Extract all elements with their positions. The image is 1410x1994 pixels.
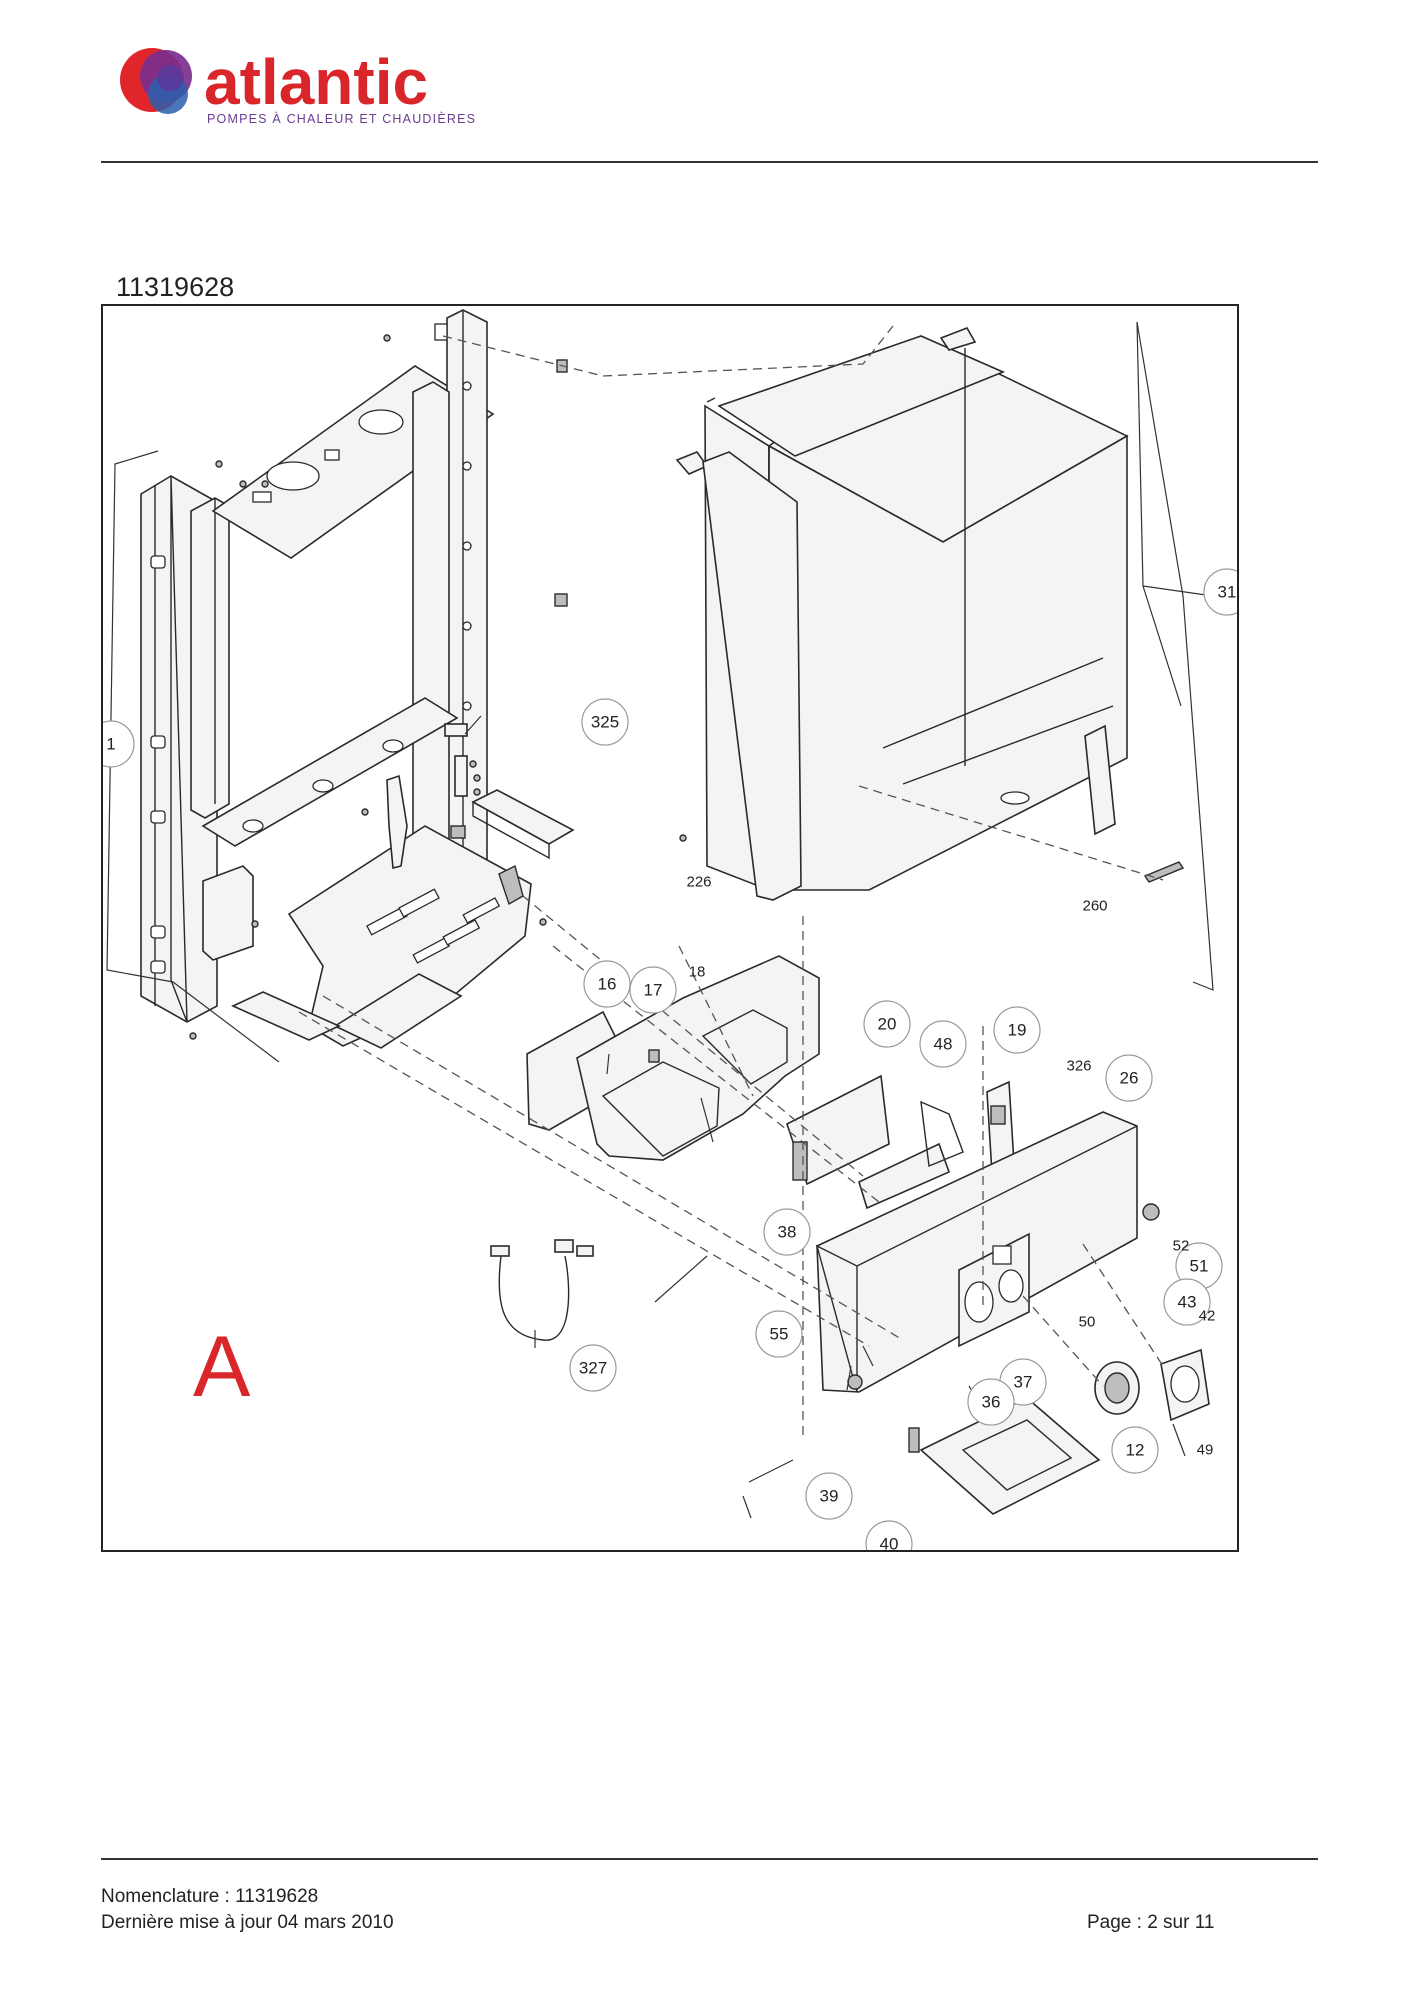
callout-40: 40 xyxy=(865,1520,913,1551)
callout-1: 1 xyxy=(103,720,135,768)
callout-17: 17 xyxy=(629,966,677,1014)
svg-text:12: 12 xyxy=(1126,1441,1145,1460)
exploded-view-frame: 1 31 325 226 260 16 17 20 48 19 326 26 3… xyxy=(101,304,1239,1552)
svg-text:39: 39 xyxy=(820,1487,839,1506)
label-49: 49 xyxy=(1197,1442,1214,1459)
callout-326: 326 xyxy=(1066,1058,1091,1075)
callout-19: 19 xyxy=(993,1006,1041,1054)
callout-55: 55 xyxy=(755,1310,803,1358)
callout-48: 48 xyxy=(919,1020,967,1068)
wiring-harness xyxy=(490,1239,594,1341)
footer-nomenclature: Nomenclature : 11319628 xyxy=(101,1886,319,1907)
callout-16: 16 xyxy=(583,960,631,1008)
label-52: 52 xyxy=(1173,1238,1190,1255)
callout-39: 39 xyxy=(805,1472,853,1520)
exploded-parts-diagram: 1 31 325 226 260 16 17 20 48 19 326 26 3… xyxy=(103,309,1237,1551)
chassis-assembly xyxy=(140,309,687,1049)
electrical-box xyxy=(526,955,820,1161)
side-panel xyxy=(702,451,802,901)
svg-text:16: 16 xyxy=(598,975,617,994)
svg-text:51: 51 xyxy=(1190,1257,1209,1276)
svg-text:260: 260 xyxy=(1082,898,1107,915)
svg-text:38: 38 xyxy=(778,1223,797,1242)
svg-text:17: 17 xyxy=(644,981,663,1000)
knob-and-bezel xyxy=(1094,1348,1210,1422)
svg-text:326: 326 xyxy=(1066,1058,1091,1075)
svg-text:26: 26 xyxy=(1120,1069,1139,1088)
footer-rule xyxy=(101,1858,1318,1860)
callout-327: 327 xyxy=(569,1344,617,1392)
svg-text:19: 19 xyxy=(1008,1021,1027,1040)
callout-38: 38 xyxy=(763,1208,811,1256)
svg-text:43: 43 xyxy=(1178,1293,1197,1312)
svg-text:327: 327 xyxy=(579,1359,607,1378)
callout-36: 36 xyxy=(967,1378,1015,1426)
svg-text:1: 1 xyxy=(106,735,115,754)
callout-leader-lines xyxy=(106,321,1214,1519)
footer-last-updated: Dernière mise à jour 04 mars 2010 xyxy=(101,1912,394,1933)
callout-26: 26 xyxy=(1105,1054,1153,1102)
brand-tagline: POMPES À CHALEUR ET CHAUDIÈRES xyxy=(207,111,476,126)
svg-text:36: 36 xyxy=(982,1393,1001,1412)
screw-icons xyxy=(189,334,687,1040)
label-50: 50 xyxy=(1079,1314,1096,1331)
callout-226: 226 xyxy=(686,874,711,891)
control-panel-fascia xyxy=(815,1111,1160,1393)
svg-text:325: 325 xyxy=(591,713,619,732)
callout-260: 260 xyxy=(1082,898,1107,915)
assembly-guide-lines xyxy=(298,325,1164,1436)
svg-text:40: 40 xyxy=(880,1535,899,1551)
label-42: 42 xyxy=(1199,1308,1216,1325)
svg-text:48: 48 xyxy=(934,1035,953,1054)
callout-43: 43 xyxy=(1163,1278,1211,1326)
callout-20: 20 xyxy=(863,1000,911,1048)
logo-mark xyxy=(120,48,192,114)
label-18: 18 xyxy=(689,964,706,981)
svg-text:55: 55 xyxy=(770,1325,789,1344)
svg-text:37: 37 xyxy=(1014,1373,1033,1392)
atlantic-logo: atlantic POMPES À CHALEUR ET CHAUDIÈRES xyxy=(120,46,476,126)
callout-31: 31 xyxy=(1203,568,1237,616)
svg-text:31: 31 xyxy=(1218,583,1237,602)
callout-12: 12 xyxy=(1111,1426,1159,1474)
view-letter: A xyxy=(193,1319,251,1415)
brand-wordmark: atlantic xyxy=(204,46,428,118)
callout-51: 51 xyxy=(1175,1242,1223,1290)
svg-text:20: 20 xyxy=(878,1015,897,1034)
footer-page-number: Page : 2 sur 11 xyxy=(1087,1912,1215,1933)
header-rule xyxy=(101,161,1318,163)
callout-325: 325 xyxy=(581,698,629,746)
svg-text:226: 226 xyxy=(686,874,711,891)
document-reference: 11319628 xyxy=(116,272,235,302)
